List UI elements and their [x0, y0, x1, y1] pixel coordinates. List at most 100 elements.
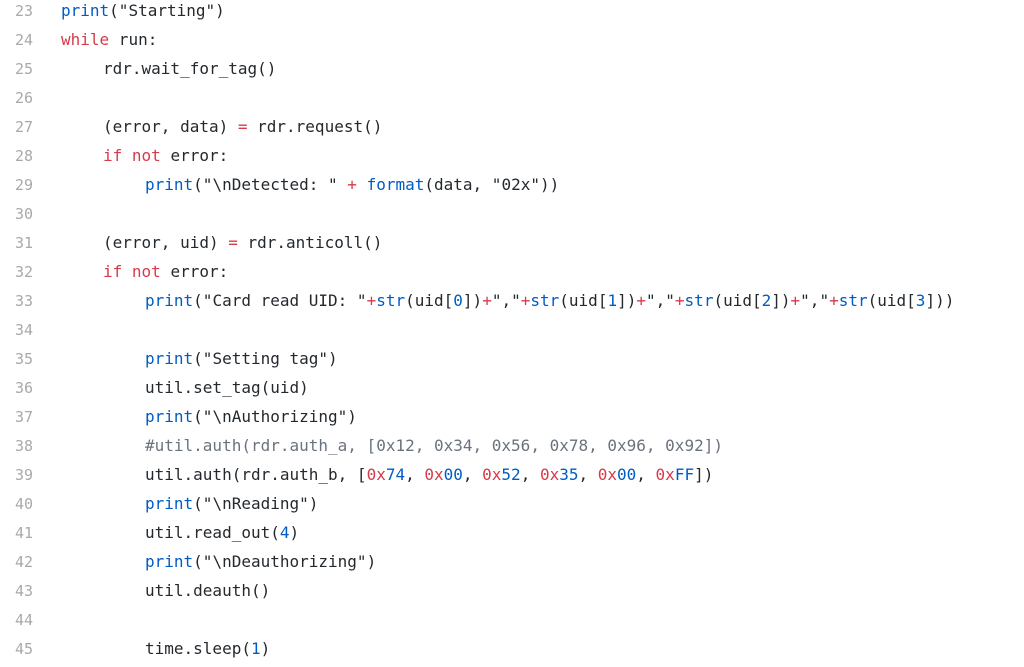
code-token: 0x — [424, 465, 444, 484]
code-text: print("\nAuthorizing") — [145, 406, 357, 428]
code-token: rdr.anticoll() — [237, 233, 383, 252]
line-number: 26 — [14, 89, 33, 107]
code-text: util.deauth() — [145, 580, 270, 602]
code-token: time.sleep( — [145, 639, 251, 658]
code-text: #util.auth(rdr.auth_a, [0x12, 0x34, 0x56… — [145, 435, 723, 457]
line-number: 30 — [14, 205, 33, 223]
code-token: + — [347, 175, 357, 194]
code-token: 0x — [539, 465, 560, 484]
code-text: print("\nDetected: " + format(data, "02x… — [145, 174, 559, 196]
code-line[interactable]: 34 — [0, 319, 1024, 348]
code-line[interactable]: 25 rdr.wait_for_tag() — [0, 58, 1024, 87]
line-number: 42 — [14, 553, 33, 571]
code-token: (uid[ — [559, 291, 608, 310]
code-text: print("Setting tag") — [145, 348, 338, 370]
code-token: error: — [160, 146, 229, 165]
code-token: ])) — [925, 291, 955, 310]
line-number: 37 — [14, 408, 33, 426]
line-number: 23 — [14, 2, 33, 20]
code-line[interactable]: 38#util.auth(rdr.auth_a, [0x12, 0x34, 0x… — [0, 435, 1024, 464]
code-token: , — [462, 465, 483, 484]
code-token: str — [530, 291, 560, 310]
code-token: ]) — [771, 291, 791, 310]
code-line[interactable]: 27(error, data) = rdr.request() — [0, 116, 1024, 145]
code-token: ("\nReading") — [193, 494, 319, 513]
code-token: print — [145, 175, 194, 194]
line-number: 41 — [14, 524, 33, 542]
code-token: if — [103, 146, 123, 165]
code-token: "," — [800, 291, 830, 310]
code-token: (uid[ — [405, 291, 454, 310]
code-line[interactable]: 43 util.deauth() — [0, 580, 1024, 609]
line-number: 39 — [14, 466, 33, 484]
code-token: , — [520, 465, 540, 484]
code-token: "," — [491, 291, 521, 310]
code-token: rdr.wait_for_tag() — [103, 59, 277, 78]
line-number: 43 — [14, 582, 33, 600]
code-token: 1 — [607, 291, 618, 310]
code-token: while — [61, 30, 110, 49]
code-token: util.auth(rdr.auth_b, [ — [145, 465, 367, 484]
code-token: rdr.request() — [247, 117, 383, 136]
code-token: 74 — [385, 465, 406, 484]
code-token: ("\nAuthorizing") — [193, 407, 357, 426]
code-line[interactable]: 26 — [0, 87, 1024, 116]
code-token: + — [829, 291, 839, 310]
code-token: ("\nDeauthorizing") — [193, 552, 377, 571]
code-text: print("\nDeauthorizing") — [145, 551, 376, 573]
code-token: 3 — [915, 291, 926, 310]
code-token: 35 — [559, 465, 579, 484]
code-text: print("Starting") — [61, 0, 225, 22]
code-token: ]) — [694, 465, 714, 484]
code-token: ("Setting tag") — [193, 349, 338, 368]
line-number: 31 — [14, 234, 33, 252]
code-token: print — [145, 291, 194, 310]
code-text: print("Card read UID: "+str(uid[0])+","+… — [145, 290, 954, 312]
line-number: 35 — [14, 350, 33, 368]
code-line[interactable]: 44 — [0, 609, 1024, 638]
code-line[interactable]: 42 print("\nDeauthorizing") — [0, 551, 1024, 580]
code-token: not — [131, 146, 161, 165]
code-token: #util.auth(rdr.auth_a, [0x12, 0x34, 0x56… — [145, 436, 723, 455]
line-number: 25 — [14, 60, 33, 78]
code-token: = — [237, 117, 248, 136]
code-text: (error, uid) = rdr.anticoll() — [103, 232, 382, 254]
line-number: 34 — [14, 321, 33, 339]
code-token: (data, "02x")) — [424, 175, 560, 194]
code-token: print — [61, 1, 110, 20]
line-number: 27 — [14, 118, 33, 136]
line-number: 33 — [14, 292, 33, 310]
code-token: str — [376, 291, 406, 310]
code-token: + — [520, 291, 531, 310]
code-token: ("Card read UID: " — [193, 291, 367, 310]
code-token: 2 — [761, 291, 772, 310]
code-token: 0x — [597, 465, 618, 484]
code-line[interactable]: 23 print("Starting") — [0, 0, 1024, 29]
code-token: not — [131, 262, 161, 281]
code-token: 0 — [453, 291, 463, 310]
code-token — [357, 175, 367, 194]
code-token: , — [636, 465, 656, 484]
code-token: if — [103, 262, 123, 281]
code-line[interactable]: 30 — [0, 203, 1024, 232]
code-line[interactable]: 31 (error, uid) = rdr.anticoll() — [0, 232, 1024, 261]
code-text: while run: — [61, 29, 157, 51]
code-line[interactable]: 37 print("\nAuthorizing") — [0, 406, 1024, 435]
code-token: ("\nDetected: " — [193, 175, 348, 194]
code-token: ]) — [617, 291, 637, 310]
code-token — [122, 146, 132, 165]
code-token: 0x — [482, 465, 502, 484]
code-token: , — [405, 465, 425, 484]
code-line[interactable]: 35 print("Setting tag") — [0, 348, 1024, 377]
